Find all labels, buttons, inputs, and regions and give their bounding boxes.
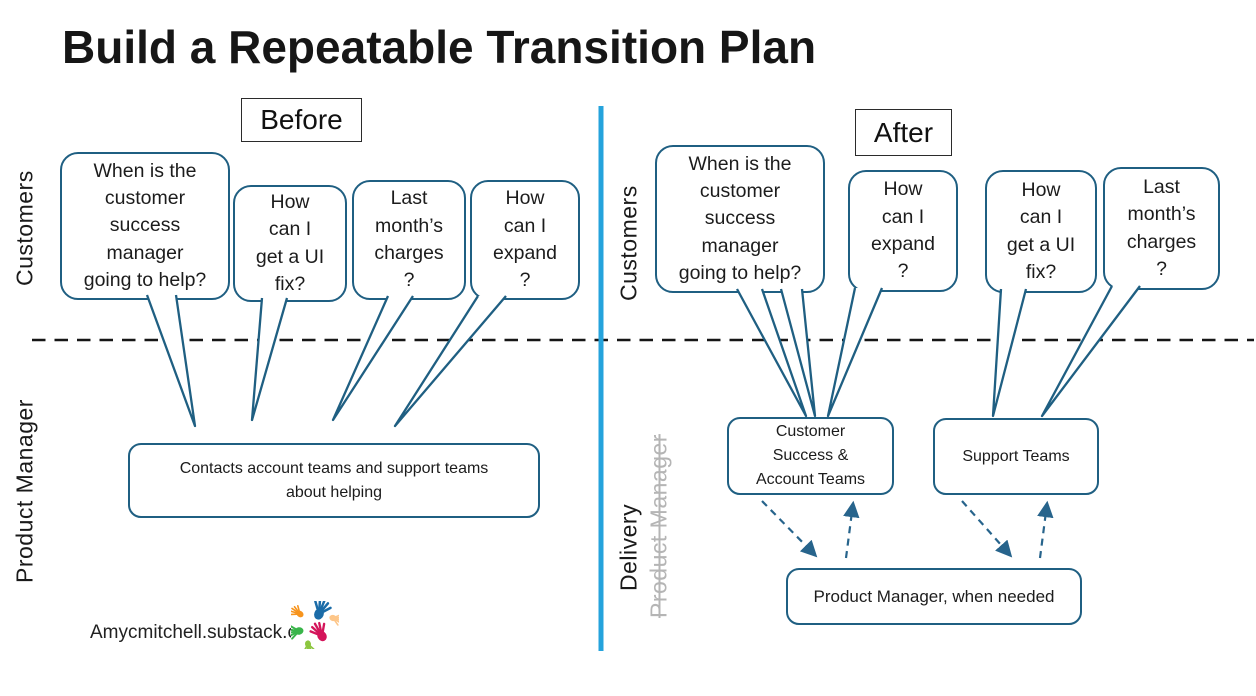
after-bubble-csm-help: When is the customer success manager goi… xyxy=(655,145,825,293)
handoff-arrows xyxy=(761,500,1054,559)
tail-after-expand xyxy=(826,287,884,418)
before-bubble-csm-help: When is the customer success manager goi… xyxy=(60,152,230,300)
after-support-teams-box: Support Teams xyxy=(933,418,1099,495)
page-title: Build a Repeatable Transition Plan xyxy=(62,21,817,73)
after-customers-label: Customers xyxy=(615,185,642,301)
arrow-pm-to-support xyxy=(1037,500,1054,559)
after-product-manager-box: Product Manager, when needed xyxy=(786,568,1082,625)
colorful-hands-logo-icon xyxy=(291,601,339,649)
tail-after-charges xyxy=(1040,285,1141,418)
before-product-manager-box: Contacts account teams and support teams… xyxy=(128,443,540,518)
arrow-cs-to-pm xyxy=(761,500,818,558)
after-bubble-ui-fix: How can I get a UI fix? xyxy=(985,170,1097,293)
before-label: Before xyxy=(241,98,362,142)
after-bubble-expand: How can I expand ? xyxy=(848,170,958,292)
substack-url: Amycmitchell.substack.com xyxy=(90,622,324,643)
arrow-pm-to-cs xyxy=(843,500,860,559)
tail-after-csm-a xyxy=(735,288,808,418)
tail-before-csm xyxy=(145,294,197,428)
after-delivery-label: Delivery xyxy=(615,503,642,591)
after-bubble-charges: Last month’s charges ? xyxy=(1103,167,1220,290)
after-customer-success-box: Customer Success & Account Teams xyxy=(727,417,894,495)
tail-before-charges xyxy=(331,295,414,422)
after-bubble-tails xyxy=(735,285,1141,418)
after-label: After xyxy=(855,109,952,156)
tail-after-ui-fix xyxy=(991,288,1028,418)
tail-before-expand xyxy=(393,295,507,428)
before-bubble-charges: Last month’s charges ? xyxy=(352,180,466,300)
before-product-manager-label: Product Manager xyxy=(11,399,38,583)
tail-before-ui-fix xyxy=(250,297,289,422)
before-customers-label: Customers xyxy=(11,170,38,286)
before-bubble-tails xyxy=(145,294,507,428)
before-bubble-ui-fix: How can I get a UI fix? xyxy=(233,185,347,302)
after-product-manager-crossed-label: Product Manager xyxy=(645,434,672,618)
arrow-support-to-pm xyxy=(961,500,1013,558)
before-bubble-expand: How can I expand ? xyxy=(470,180,580,300)
tail-after-csm-b xyxy=(779,288,817,418)
